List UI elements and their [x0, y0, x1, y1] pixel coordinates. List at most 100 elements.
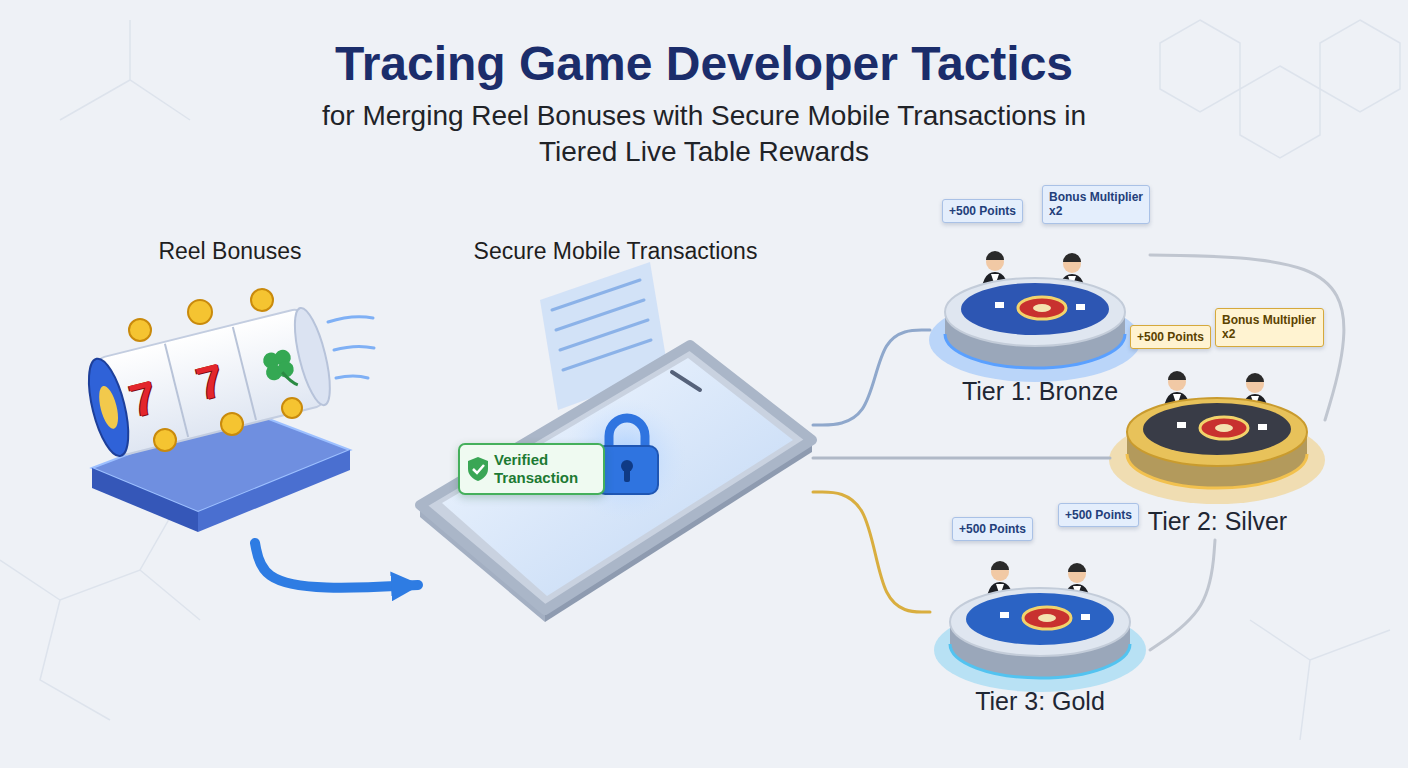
reward-tag: Bonus Multiplier x2 [1215, 308, 1324, 347]
shield-icon [467, 456, 489, 482]
tier-2-table [1177, 422, 1186, 428]
mobile-phone [420, 345, 812, 610]
slot-machine [282, 369, 298, 387]
tier-1-table [1018, 297, 1066, 319]
tier-2-table [1143, 403, 1291, 455]
tier-label: Tier 1: Bronze [962, 377, 1118, 406]
reward-tag: +500 Points [942, 199, 1023, 223]
tag-text: Bonus Multiplier x2 [1222, 313, 1317, 342]
subtitle: for Merging Reel Bonuses with Secure Mob… [304, 98, 1104, 170]
tier-3-table [1068, 563, 1086, 572]
connectors [255, 255, 1344, 650]
mobile-phone [672, 372, 700, 390]
slot-machine [129, 319, 151, 341]
tier-label: Tier 2: Silver [1148, 507, 1287, 536]
tier-2-table [1246, 373, 1264, 382]
slot-machine [154, 429, 176, 451]
reel-symbol: 7 [192, 357, 228, 408]
mobile-phone [624, 468, 630, 482]
node-heading: Reel Bonuses [158, 238, 301, 265]
tier-3-table [1000, 612, 1009, 618]
slot-machine [261, 348, 295, 382]
tier-1-table [945, 278, 1125, 346]
mobile-phone [552, 280, 651, 370]
tier-1-table [1063, 253, 1081, 262]
tag-text: +500 Points [949, 204, 1016, 218]
shield-icon [468, 457, 488, 481]
slot-machine [97, 308, 325, 456]
mobile-phone [442, 358, 793, 596]
tier-3-table [1023, 607, 1071, 629]
background-pattern [1320, 20, 1400, 112]
slot-machine [81, 289, 374, 532]
tier-label: Tier 3: Gold [975, 687, 1105, 716]
tier-2-table [1127, 398, 1307, 466]
tag-text: +500 Points [1137, 330, 1204, 344]
mobile-phone [563, 340, 651, 370]
reel-symbol: 7 [125, 374, 161, 425]
slot-machine [282, 398, 302, 418]
tier-2-table [1109, 371, 1325, 504]
mobile-phone [420, 262, 812, 622]
slot-machine [334, 346, 374, 350]
tier-2-table [1258, 424, 1267, 430]
tier-2-table [1200, 417, 1248, 439]
node-heading: Secure Mobile Transactions [474, 238, 758, 265]
background-pattern [1240, 66, 1320, 158]
reward-tag: +500 Points [1058, 503, 1139, 527]
slot-machine [188, 300, 212, 324]
tier-platform: +500 Points +500 PointsTier 3: Gold [930, 495, 1150, 720]
tier-platform: +500 Points Bonus Multiplier x2 Tier 1: Br… [930, 185, 1150, 410]
slot-machine [129, 289, 302, 451]
tier-2-table [1215, 424, 1233, 432]
connector [813, 330, 930, 425]
tag-text: +500 Points [1065, 508, 1132, 522]
verified-badge: Verified Transaction [458, 443, 605, 495]
tier-1-table [929, 251, 1141, 382]
slot-machine [81, 355, 136, 460]
tier-3-table [934, 561, 1146, 692]
shield-icon [473, 465, 484, 473]
connector [813, 457, 1110, 460]
slot-machine [251, 289, 273, 311]
slot-machine [92, 468, 198, 532]
slot-machine [165, 344, 188, 437]
slot-machine [221, 413, 243, 435]
tier-3-table [1038, 614, 1056, 622]
flow-arrow [255, 543, 418, 588]
tier-1-table [986, 251, 1004, 260]
tag-text: +500 Points [959, 522, 1026, 536]
background-pattern [0, 500, 200, 720]
slot-machine [233, 327, 256, 420]
tier-1-table [995, 302, 1004, 308]
tier-ring [1150, 540, 1215, 650]
reward-tag: +500 Points [1130, 325, 1211, 349]
diagram-title: Tracing Game Developer Tactics [0, 36, 1408, 91]
tier-3-table [966, 593, 1114, 645]
background-pattern [0, 20, 1400, 740]
slot-machine [198, 450, 350, 532]
illustration-node: Reel Bonuses [80, 238, 380, 543]
slot-machine [328, 317, 373, 322]
tier-1-table [1076, 304, 1085, 310]
slot-machine [81, 305, 337, 460]
background-pattern [1160, 20, 1240, 112]
tier-platform: +500 Points Bonus Multiplier x2 Tier 2: Si… [1110, 300, 1325, 540]
reward-tag: Bonus Multiplier x2 [1042, 185, 1150, 224]
background-pattern [60, 20, 190, 120]
tier-3-table [1081, 614, 1090, 620]
tier-1-table [1033, 304, 1051, 312]
mobile-phone [596, 446, 658, 494]
slot-machine [336, 376, 368, 378]
tier-3-table [991, 561, 1009, 570]
slot-machine [328, 317, 374, 378]
tier-3-table [950, 588, 1130, 656]
connector [813, 492, 930, 612]
slot-machine [96, 384, 122, 431]
background-pattern [1250, 620, 1390, 740]
reward-tag: +500 Points [952, 517, 1033, 541]
tier-2-table [1168, 371, 1186, 380]
